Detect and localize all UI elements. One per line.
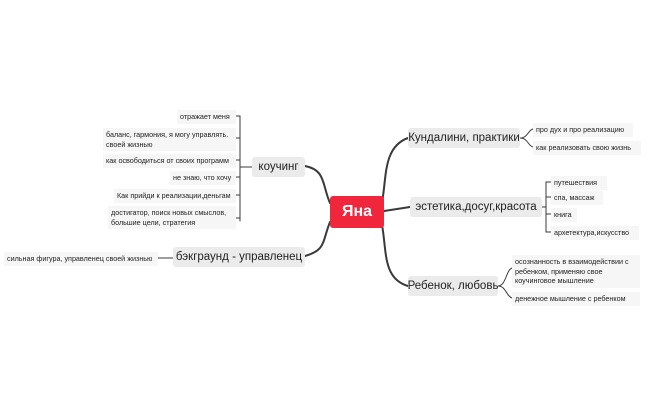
topic-estetika[interactable]: эстетика,досуг,красота [410,197,542,217]
central-node[interactable]: Яна [330,196,384,228]
link-central-kouching [304,165,331,204]
subtopic-rebenok-2[interactable]: денежное мышление с ребенком [512,292,640,306]
topic-kundalini[interactable]: Кундалини, практики [408,128,520,148]
subtopic-estetika-3[interactable]: книга [551,208,577,222]
subtopic-estetika-2[interactable]: спа, массаж [551,191,603,205]
link-central-estetika [383,206,411,212]
link-central-kundalini [379,137,409,212]
topic-kouching[interactable]: коучинг [252,157,305,177]
link-central-bekground [304,221,331,257]
subtopic-rebenok-1[interactable]: осознанность в взаимодействии с ребенком… [512,255,640,288]
subtopic-kundalini-2[interactable]: как реализовать свою жизнь [533,141,641,155]
subtopic-kouching-4[interactable]: не знаю, что хочу [170,171,236,185]
subtopic-kouching-1[interactable]: отражает меня [177,110,236,124]
link-central-rebenok [379,214,409,287]
subtopic-kundalini-1[interactable]: про дух и про реализацию [533,123,633,137]
subtopic-estetika-1[interactable]: путешествия [551,176,607,190]
subtopic-bekground-1[interactable]: сильная фигура, управленец своей жизнью [4,252,158,266]
subtopic-kouching-3[interactable]: как освободиться от своих программ [103,154,236,168]
subtopic-kouching-2[interactable]: баланс, гармония, я могу управлять. свое… [103,128,236,151]
topic-bekground[interactable]: бэкграунд - управленец [173,247,305,267]
topic-rebenok[interactable]: Ребенок, любовь [408,276,498,296]
subtopic-kouching-6[interactable]: достигатор, поиск новых смыслов, большие… [108,206,236,229]
subtopic-estetika-4[interactable]: архетектура,искусство [551,226,639,240]
subtopic-kouching-5[interactable]: Как прийди к реализации,деньгам [114,189,236,203]
